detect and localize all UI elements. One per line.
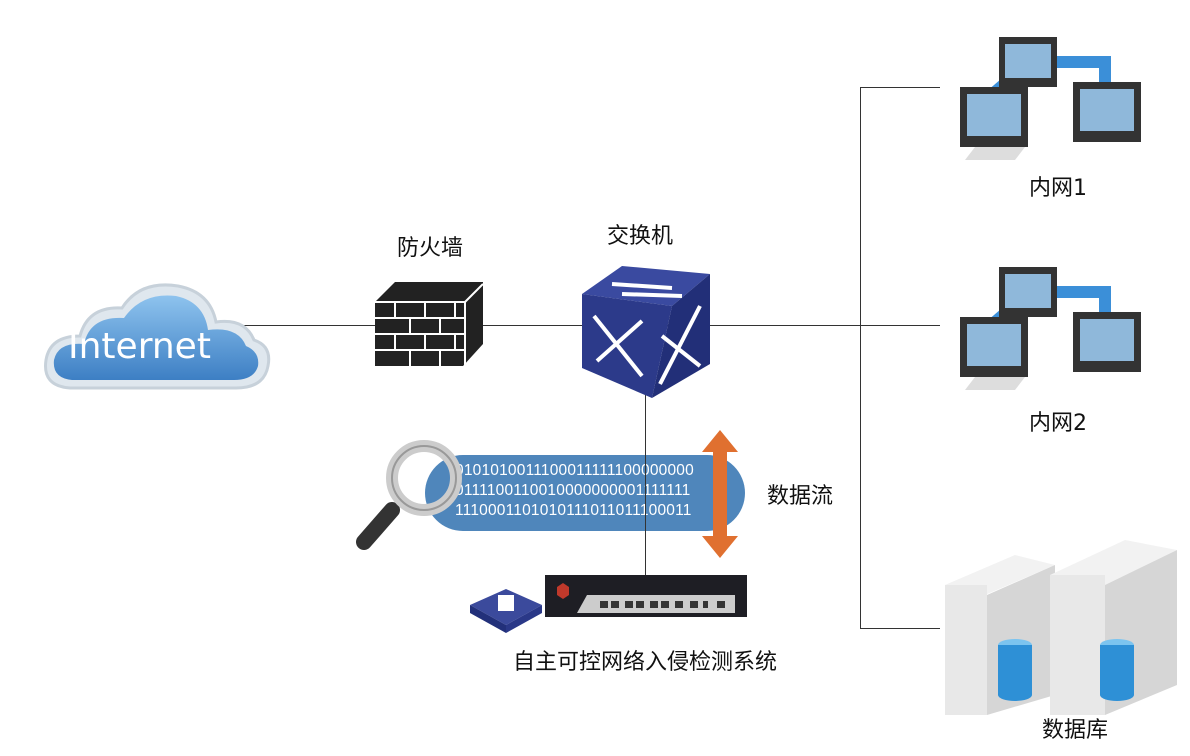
intranet1-label: 内网1: [1029, 176, 1087, 201]
link-intranet1: [860, 87, 940, 88]
intranet1-network-icon: [960, 37, 1141, 160]
link-switch-ids-overlay: [645, 455, 646, 531]
bidirectional-arrow-icon: [702, 430, 738, 558]
internet-label: Internet: [68, 326, 211, 367]
ids-module-icon: [470, 589, 542, 633]
intranet2-network-icon: [960, 267, 1141, 390]
database-server-icon: [945, 540, 1177, 715]
database-label: 数据库: [1041, 718, 1109, 743]
firewall-label: 防火墙: [396, 236, 464, 261]
binary-line: 0111100110010000000001111111: [455, 482, 691, 499]
data-stream-band: [425, 455, 745, 531]
switch-label: 交换机: [606, 224, 674, 249]
binary-line: 0101010011100011111100000000: [455, 462, 694, 479]
intranet2-label: 内网2: [1029, 411, 1087, 436]
link-internet-switch: [240, 325, 860, 326]
dataflow-label: 数据流: [766, 484, 834, 509]
link-intranet2: [860, 325, 940, 326]
link-bus-vertical: [860, 87, 861, 628]
binary-line: 1110001101010111011011100011: [455, 502, 692, 519]
switch-icon: [582, 266, 710, 398]
internet-cloud-icon: [44, 283, 271, 390]
ids-label: 自主可控网络入侵检测系统: [512, 650, 778, 675]
link-database: [860, 628, 940, 629]
binary-stream: 0101010011100011111100000000 01111001100…: [455, 461, 694, 521]
ids-appliance-icon: [545, 575, 747, 617]
firewall-icon: [375, 282, 483, 366]
magnifier-icon: [356, 440, 462, 550]
